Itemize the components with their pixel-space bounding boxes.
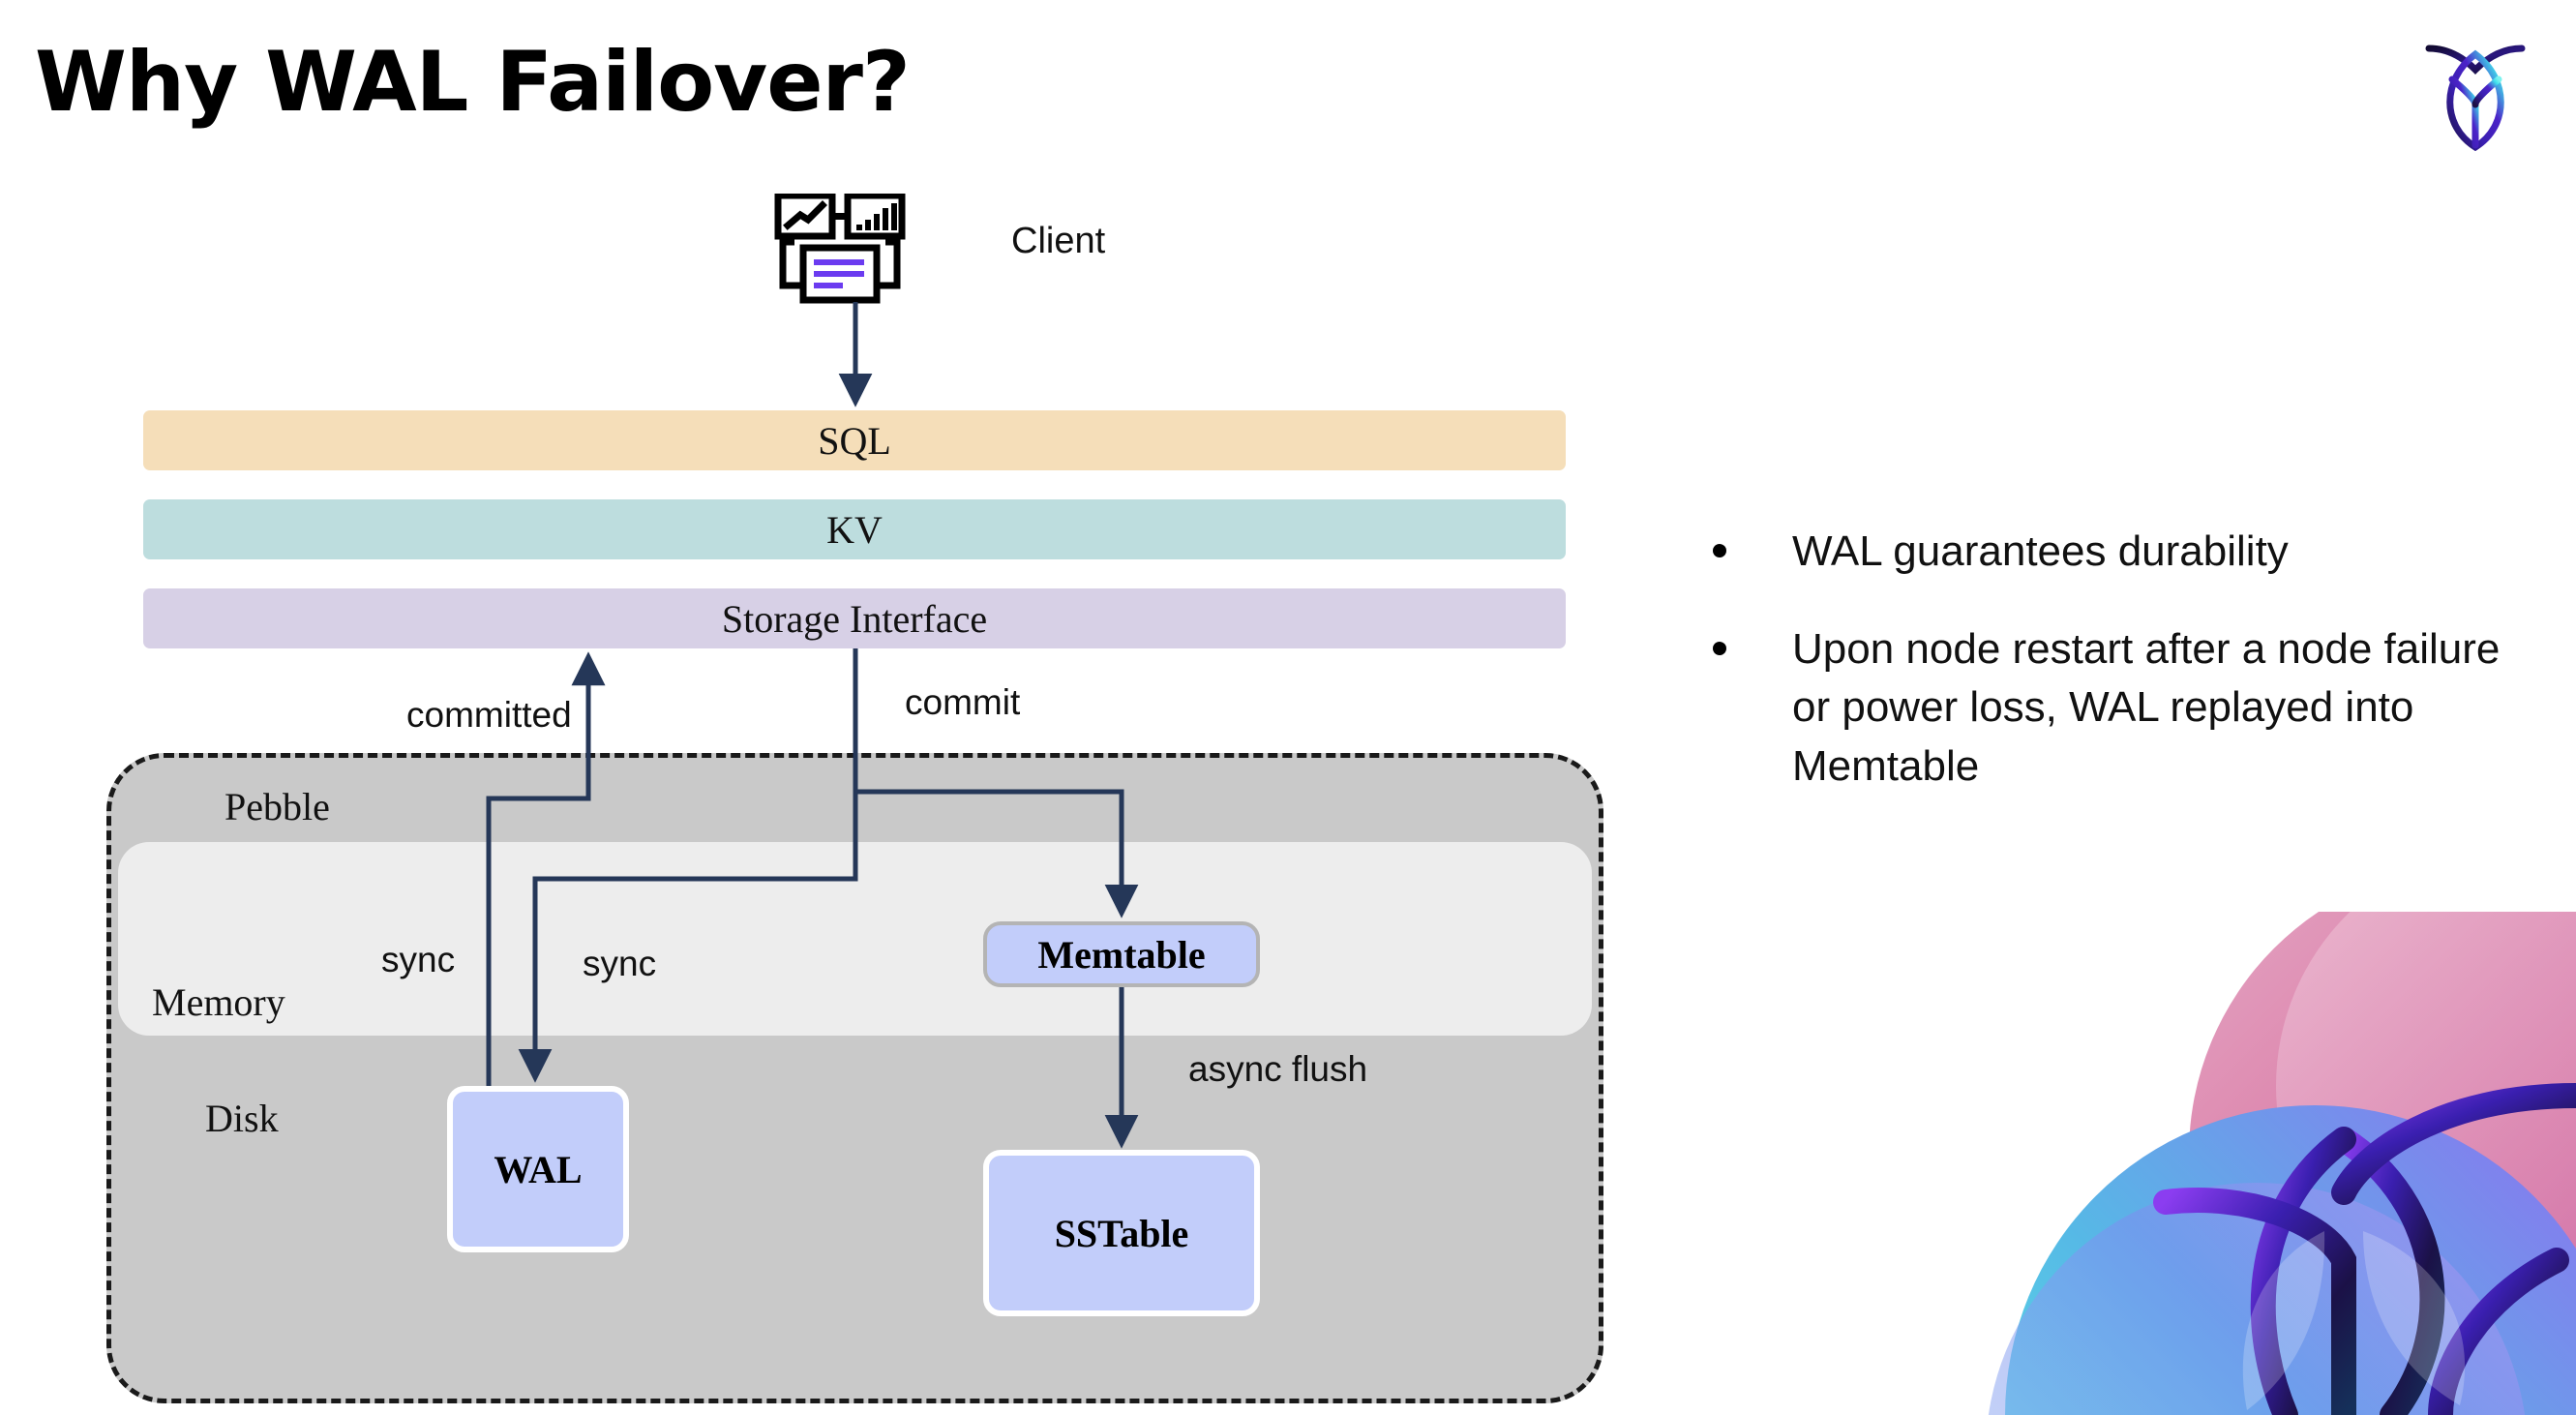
memory-label: Memory <box>152 980 285 1024</box>
edge-label-committed: committed <box>406 695 572 735</box>
page-title: Why WAL Failover? <box>35 34 911 131</box>
client-label: Client <box>1011 221 1106 261</box>
bullet-text: Upon node restart after a node failure o… <box>1792 624 2501 791</box>
layer-bar-sql: SQL <box>143 410 1566 470</box>
cockroach-leaf-decoration-icon <box>1937 912 2576 1415</box>
layer-bar-kv: KV <box>143 499 1566 559</box>
node-wal-label: WAL <box>494 1147 583 1191</box>
layer-bar-storage-interface-label: Storage Interface <box>721 596 988 641</box>
node-wal: WAL <box>447 1086 629 1252</box>
bullet-dot-icon <box>1713 641 1726 655</box>
list-item: WAL guarantees durability <box>1713 523 2516 582</box>
edge-label-sync-left: sync <box>381 940 456 979</box>
pebble-label: Pebble <box>225 785 330 828</box>
client-dashboard-icon <box>774 192 929 305</box>
list-item: Upon node restart after a node failure o… <box>1713 620 2516 797</box>
memory-region <box>118 842 1592 1036</box>
cockroach-leaf-logo-icon <box>2417 29 2533 155</box>
edge-label-commit: commit <box>905 682 1021 722</box>
layer-bar-storage-interface: Storage Interface <box>143 588 1566 648</box>
layer-bar-kv-label: KV <box>826 507 883 552</box>
edge-label-async-flush: async flush <box>1188 1049 1368 1089</box>
node-memtable-label: Memtable <box>1037 932 1206 977</box>
node-sstable: SSTable <box>983 1150 1260 1316</box>
disk-label: Disk <box>205 1097 279 1140</box>
node-sstable-label: SSTable <box>1054 1211 1189 1255</box>
layer-bar-sql-label: SQL <box>818 418 891 463</box>
node-memtable: Memtable <box>983 921 1260 987</box>
bullet-list: WAL guarantees durability Upon node rest… <box>1713 523 2516 835</box>
edge-label-sync-right: sync <box>583 944 657 983</box>
bullet-text: WAL guarantees durability <box>1792 527 2289 575</box>
bullet-dot-icon <box>1713 544 1726 557</box>
architecture-diagram: Client SQL KV Storage Interface Pebble M… <box>106 192 1603 1403</box>
